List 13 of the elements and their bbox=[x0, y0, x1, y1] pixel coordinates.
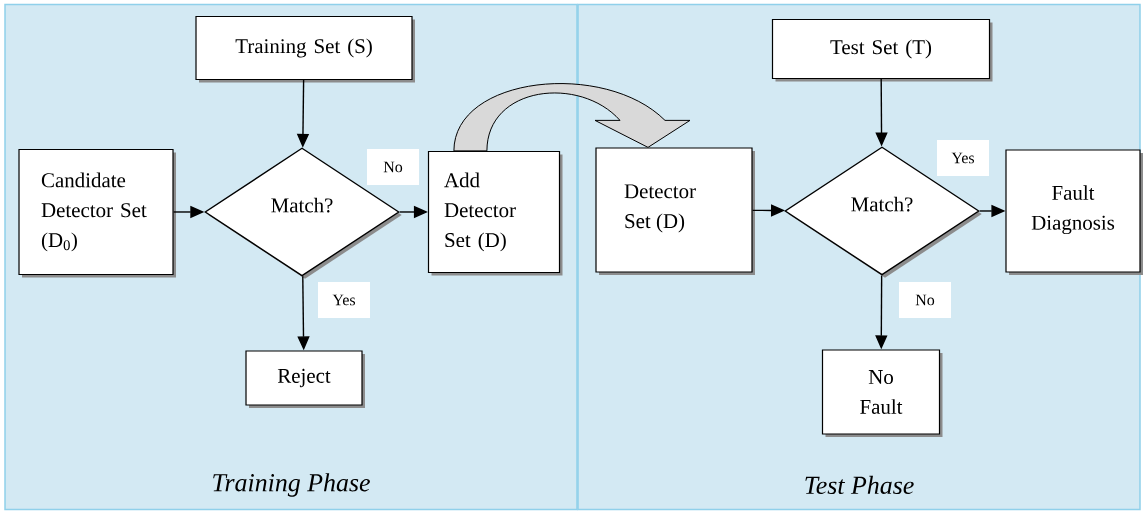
process-box: Test Set (T) bbox=[771, 18, 993, 82]
process-box: Add Detector Set (D) bbox=[427, 150, 563, 276]
process-box: Detector Set (D) bbox=[595, 147, 755, 275]
process-box: Fault Diagnosis bbox=[1005, 149, 1143, 275]
process-box: Reject bbox=[245, 350, 365, 408]
edge-label: No bbox=[899, 282, 951, 318]
block-arrow bbox=[453, 83, 691, 152]
edge-label: No bbox=[367, 149, 419, 185]
edge-label: Yes bbox=[318, 282, 370, 318]
process-box: Candidate Detector Set (D$_{0}$) bbox=[18, 148, 176, 278]
edge-label: Yes bbox=[937, 140, 989, 176]
process-box: Training Set (S) bbox=[195, 15, 415, 83]
process-box: No Fault bbox=[821, 349, 943, 437]
